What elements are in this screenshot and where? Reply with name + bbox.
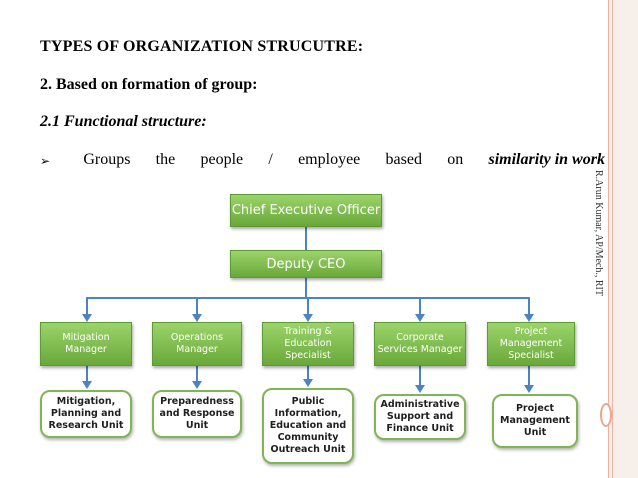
unit-box-public-info: Public Information, Education and Commun… xyxy=(262,388,354,464)
connector-arrow-5 xyxy=(524,314,534,322)
manager-box-mitigation: Mitigation Manager xyxy=(40,322,132,366)
bullet-arrow-icon: ➢ xyxy=(40,154,51,168)
connector-drop-1 xyxy=(86,297,88,317)
unit-box-mitigation: Mitigation, Planning and Research Unit xyxy=(40,390,132,438)
connector-unit-4 xyxy=(419,366,421,386)
bullet-word: / xyxy=(268,151,273,168)
connector-deputy-bus xyxy=(305,277,307,298)
unit-label: Administrative Support and Finance Unit xyxy=(380,399,460,434)
side-circle-ornament xyxy=(600,403,612,427)
bullet-word: people xyxy=(200,151,244,168)
bullet-word: the xyxy=(155,151,176,168)
manager-label: Corporate Services Manager xyxy=(377,332,463,355)
manager-label: Project Management Specialist xyxy=(499,326,563,361)
connector-unit-arrow-2 xyxy=(192,381,202,389)
manager-box-operations: Operations Manager xyxy=(152,322,242,366)
section-heading: 2.1 Functional structure: xyxy=(40,113,207,130)
deputy-ceo-box: Deputy CEO xyxy=(230,250,382,278)
connector-unit-arrow-3 xyxy=(303,379,313,387)
deputy-ceo-label: Deputy CEO xyxy=(266,256,346,272)
side-decoration-strip xyxy=(608,0,638,478)
unit-box-preparedness: Preparedness and Response Unit xyxy=(152,390,242,438)
connector-arrow-1 xyxy=(82,314,92,322)
slide-title: TYPES OF ORGANIZATION STRUCUTRE: xyxy=(40,38,364,55)
side-border-line-inner xyxy=(612,0,613,478)
connector-drop-4 xyxy=(419,297,421,317)
unit-label: Preparedness and Response Unit xyxy=(159,396,235,431)
connector-arrow-2 xyxy=(192,314,202,322)
manager-box-training: Training & Education Specialist xyxy=(262,322,354,366)
unit-label: Public Information, Education and Commun… xyxy=(269,396,347,455)
connector-drop-2 xyxy=(196,297,198,317)
manager-box-project: Project Management Specialist xyxy=(487,322,575,366)
connector-unit-arrow-4 xyxy=(415,385,425,393)
connector-unit-arrow-1 xyxy=(82,381,92,389)
connector-drop-5 xyxy=(528,297,530,317)
bullet-word: based xyxy=(385,151,422,168)
bullet-word: employee xyxy=(298,151,361,168)
ceo-label: Chief Executive Officer xyxy=(231,203,381,218)
connector-unit-1 xyxy=(86,366,88,382)
ceo-box: Chief Executive Officer xyxy=(230,194,382,227)
unit-label: Project Management Unit xyxy=(500,403,570,438)
connector-unit-3 xyxy=(307,366,309,381)
unit-box-administrative: Administrative Support and Finance Unit xyxy=(374,394,466,440)
connector-unit-arrow-5 xyxy=(524,385,534,393)
connector-unit-2 xyxy=(196,366,198,382)
bullet-point: ➢ Groups the people / employee based on … xyxy=(40,151,605,169)
connector-arrow-3 xyxy=(303,314,313,322)
bullet-word: on xyxy=(447,151,464,168)
bullet-word: Groups xyxy=(83,151,131,168)
manager-label: Mitigation Manager xyxy=(62,332,110,355)
connector-ceo-deputy xyxy=(305,227,307,250)
manager-label: Operations Manager xyxy=(170,332,224,355)
connector-arrow-4 xyxy=(415,314,425,322)
manager-box-corporate: Corporate Services Manager xyxy=(374,322,466,366)
slide-subtitle: 2. Based on formation of group: xyxy=(40,76,258,93)
side-border-line xyxy=(608,0,609,478)
connector-unit-5 xyxy=(528,366,530,386)
bullet-emphasis: similarity in work xyxy=(488,151,605,168)
unit-label: Mitigation, Planning and Research Unit xyxy=(48,396,124,431)
connector-drop-3 xyxy=(307,297,309,317)
unit-box-project: Project Management Unit xyxy=(492,394,578,448)
manager-label: Training & Education Specialist xyxy=(284,326,332,361)
